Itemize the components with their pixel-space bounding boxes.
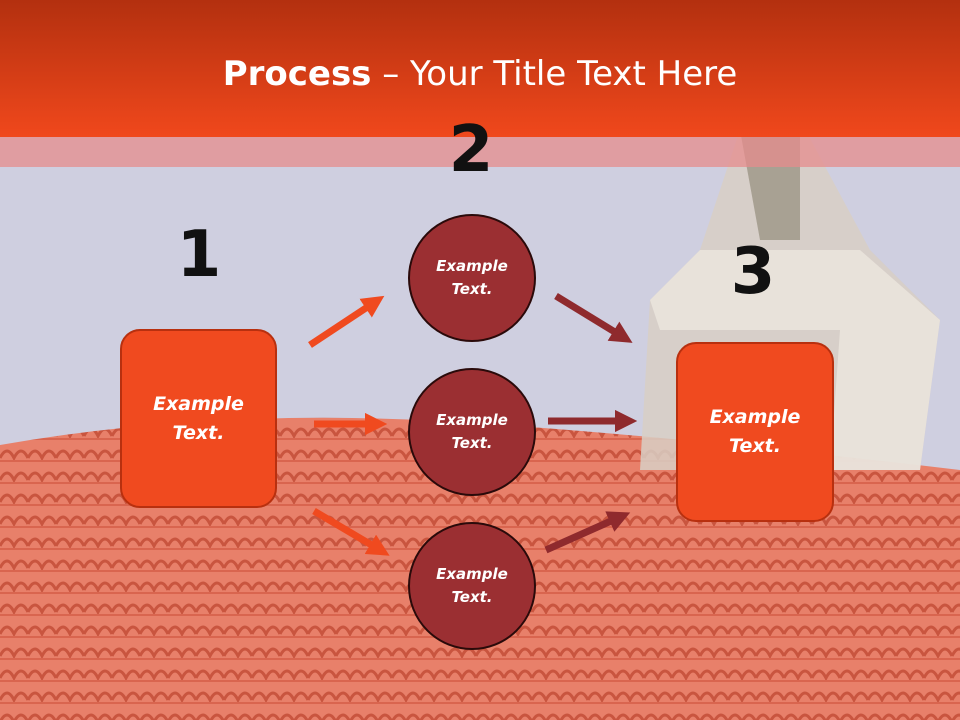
step-number-2: 2 (448, 113, 494, 187)
arrow-1-to-2-top (308, 295, 385, 348)
step-2-circle-middle-text: Example Text. (436, 411, 508, 452)
arrow-2-bottom-to-3 (544, 511, 631, 554)
step-number-3: 3 (730, 235, 776, 309)
step-2-circle-top-text: Example Text. (436, 257, 508, 298)
step-1-box: Example Text. (120, 329, 277, 508)
slide-title: Process – Your Title Text Here (0, 52, 960, 96)
header-band (0, 137, 960, 167)
step-2-circle-bottom-text: Example Text. (436, 565, 508, 606)
step-1-text: Example Text. (153, 392, 244, 444)
arrow-1-to-2-bottom (312, 507, 390, 556)
step-2-circle-top: Example Text. (408, 214, 536, 342)
step-2-circle-bottom: Example Text. (408, 522, 536, 650)
step-3-text: Example Text. (709, 406, 801, 457)
title-bold: Process (222, 54, 372, 94)
step-number-1: 1 (176, 218, 222, 292)
title-rest: – Your Title Text Here (371, 54, 738, 94)
header-bar (0, 0, 960, 137)
step-3-box: Example Text. (676, 342, 834, 522)
arrow-2-top-to-3 (554, 293, 633, 343)
step-2-circle-middle: Example Text. (408, 368, 536, 496)
